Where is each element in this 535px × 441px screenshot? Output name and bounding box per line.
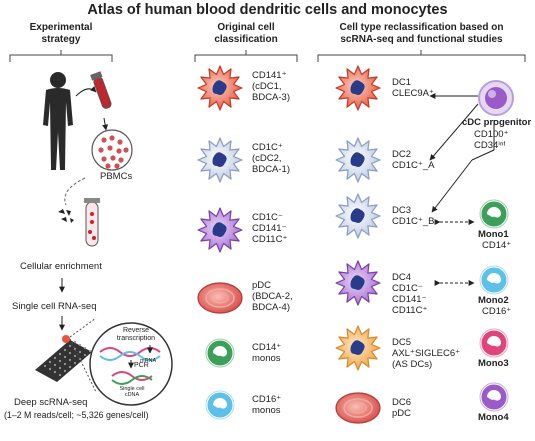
label-pbmcs: PBMCs [100, 171, 133, 182]
original-label-4: pDC (BDCA-2, BDCA-4) [252, 280, 293, 313]
mono-name-2: Mono2 [478, 295, 509, 306]
progenitor-cell [478, 80, 514, 116]
original-label-2: CD1C⁺ (cDC2, BDCA-1) [252, 142, 291, 175]
reclass-label-dc3: DC3 CD1C⁺_B [392, 205, 435, 227]
original-cell-4 [197, 282, 243, 314]
label-progenitor-markers: CD100⁺ CD34ⁱⁿᵗ [474, 129, 509, 151]
arrow-to-pbmcs [102, 117, 109, 131]
sequencing-plate-icon [35, 335, 92, 382]
reclass-label-dc5: DC5 AXL⁺SIGLEC6⁺ (AS DCs) [392, 337, 461, 370]
mono-cell-1 [479, 199, 509, 229]
original-cells [197, 65, 243, 420]
reclass-cell-dc2 [335, 137, 381, 183]
original-cell-5 [205, 338, 235, 368]
mono-cell-3 [479, 328, 509, 358]
label-single-cell-cdna: Single cell cDNA [119, 386, 145, 399]
reclass-cell-dc3 [335, 193, 381, 239]
rt-pcr-inset [89, 322, 173, 406]
original-cell-6 [205, 390, 235, 420]
mono-name-4: Mono4 [478, 412, 509, 423]
label-progenitor-name: cDC progenitor [462, 117, 532, 128]
dashed-double-arrows [434, 219, 475, 286]
monocyte-cells [479, 199, 509, 412]
original-cell-3 [197, 207, 243, 253]
reclassified-cells [335, 65, 381, 424]
reclass-label-dc1: DC1 CLEC9A⁺ [392, 77, 434, 99]
original-label-5: CD14⁺ monos [252, 342, 282, 364]
header-original-classification: Original cell classification [214, 22, 278, 45]
label-mrna: mRNA [140, 358, 157, 364]
zoom-lines [69, 317, 97, 393]
reclass-cell-dc4 [335, 260, 381, 306]
progenitor-arrows [429, 93, 495, 213]
mono-markers-1: CD14⁺ [482, 240, 512, 251]
label-pcr: PCR [134, 362, 149, 369]
reclass-label-dc4: DC4 CD1C⁻ CD141⁻ CD11C⁺ [392, 272, 428, 316]
reclass-cell-dc1 [335, 65, 381, 111]
reclass-label-dc6: DC6 pDC [392, 397, 412, 419]
label-cellular-enrichment: Cellular enrichment [20, 261, 102, 272]
header-reclassification: Cell type reclassification based on scRN… [339, 22, 504, 45]
label-single-cell-rnaseq: Single cell RNA-seq [12, 301, 97, 312]
label-deep-scrnaseq: Deep scRNA-seq [14, 397, 88, 408]
reclass-cell-dc6 [335, 392, 381, 424]
original-label-1: CD141⁺ (cDC1, BDCA-3) [252, 70, 291, 103]
original-label-3: CD1C⁻ CD141⁻ CD11C⁺ [252, 212, 288, 245]
mono-markers-2: CD16⁺ [482, 306, 512, 317]
original-label-6: CD16⁺ monos [252, 394, 282, 416]
reclass-label-dc2: DC2 CD1C⁺_A [392, 149, 435, 171]
pbmc-circle [91, 129, 133, 171]
mono-name-1: Mono1 [478, 229, 509, 240]
label-deep-detail: (1–2 M reads/cell; ~5,326 genes/cell) [4, 410, 149, 420]
page-title: Atlas of human blood dendritic cells and… [87, 2, 448, 18]
human-figure-icon [43, 72, 73, 170]
arrow-to-tube [75, 86, 97, 97]
original-cell-1 [197, 65, 243, 111]
cell-fragments-icon [58, 209, 74, 223]
header-brackets [9, 50, 526, 62]
mono-cell-2 [479, 265, 509, 295]
enrichment-tube-icon [84, 198, 100, 247]
blood-tube-icon [90, 71, 112, 109]
mono-cell-4 [479, 382, 509, 412]
dashed-connector [64, 177, 86, 206]
original-cell-2 [197, 137, 243, 183]
label-reverse-transcription: Reverse transcription [116, 327, 156, 343]
reclass-cell-dc5 [335, 325, 381, 371]
mono-name-3: Mono3 [478, 358, 509, 369]
header-experimental-strategy: Experimental strategy [29, 22, 93, 45]
